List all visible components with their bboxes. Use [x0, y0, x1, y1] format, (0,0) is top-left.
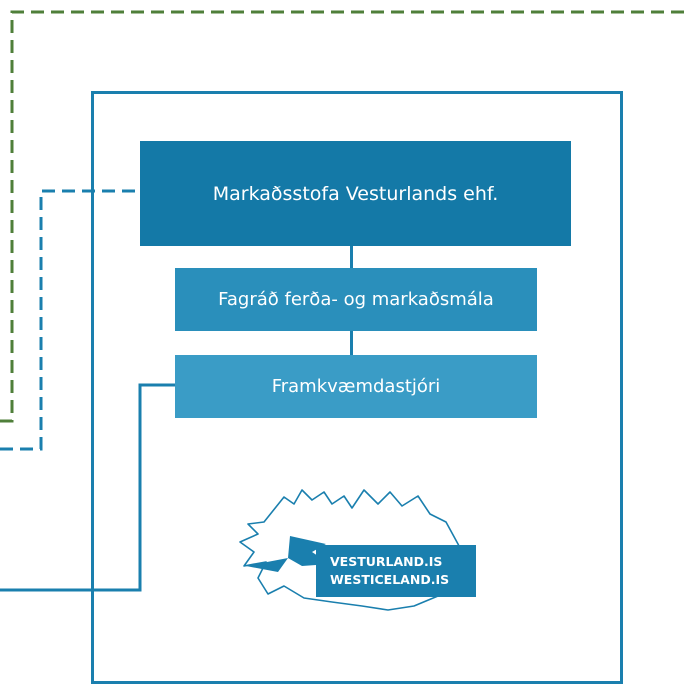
logo-line-2: WESTICELAND.IS	[330, 572, 450, 587]
main-unit-label: Markaðsstofa Vesturlands ehf.	[212, 182, 499, 205]
advisory-board-box: Fagráð ferða- og markaðsmála	[175, 268, 537, 331]
connector-main-to-board	[350, 246, 353, 268]
green-dashed-connector	[0, 10, 690, 423]
solid-blue-connector	[0, 383, 175, 592]
logo-line-1: VESTURLAND.IS	[330, 554, 443, 569]
blue-dashed-connector	[0, 189, 140, 451]
advisory-board-label: Fagráð ferða- og markaðsmála	[218, 289, 494, 310]
connector-board-to-director	[350, 331, 353, 355]
director-box: Framkvæmdastjóri	[175, 355, 537, 418]
director-label: Framkvæmdastjóri	[271, 376, 441, 397]
logo-badge: VESTURLAND.IS WESTICELAND.IS	[316, 545, 476, 597]
main-unit-box: Markaðsstofa Vesturlands ehf.	[140, 141, 571, 246]
